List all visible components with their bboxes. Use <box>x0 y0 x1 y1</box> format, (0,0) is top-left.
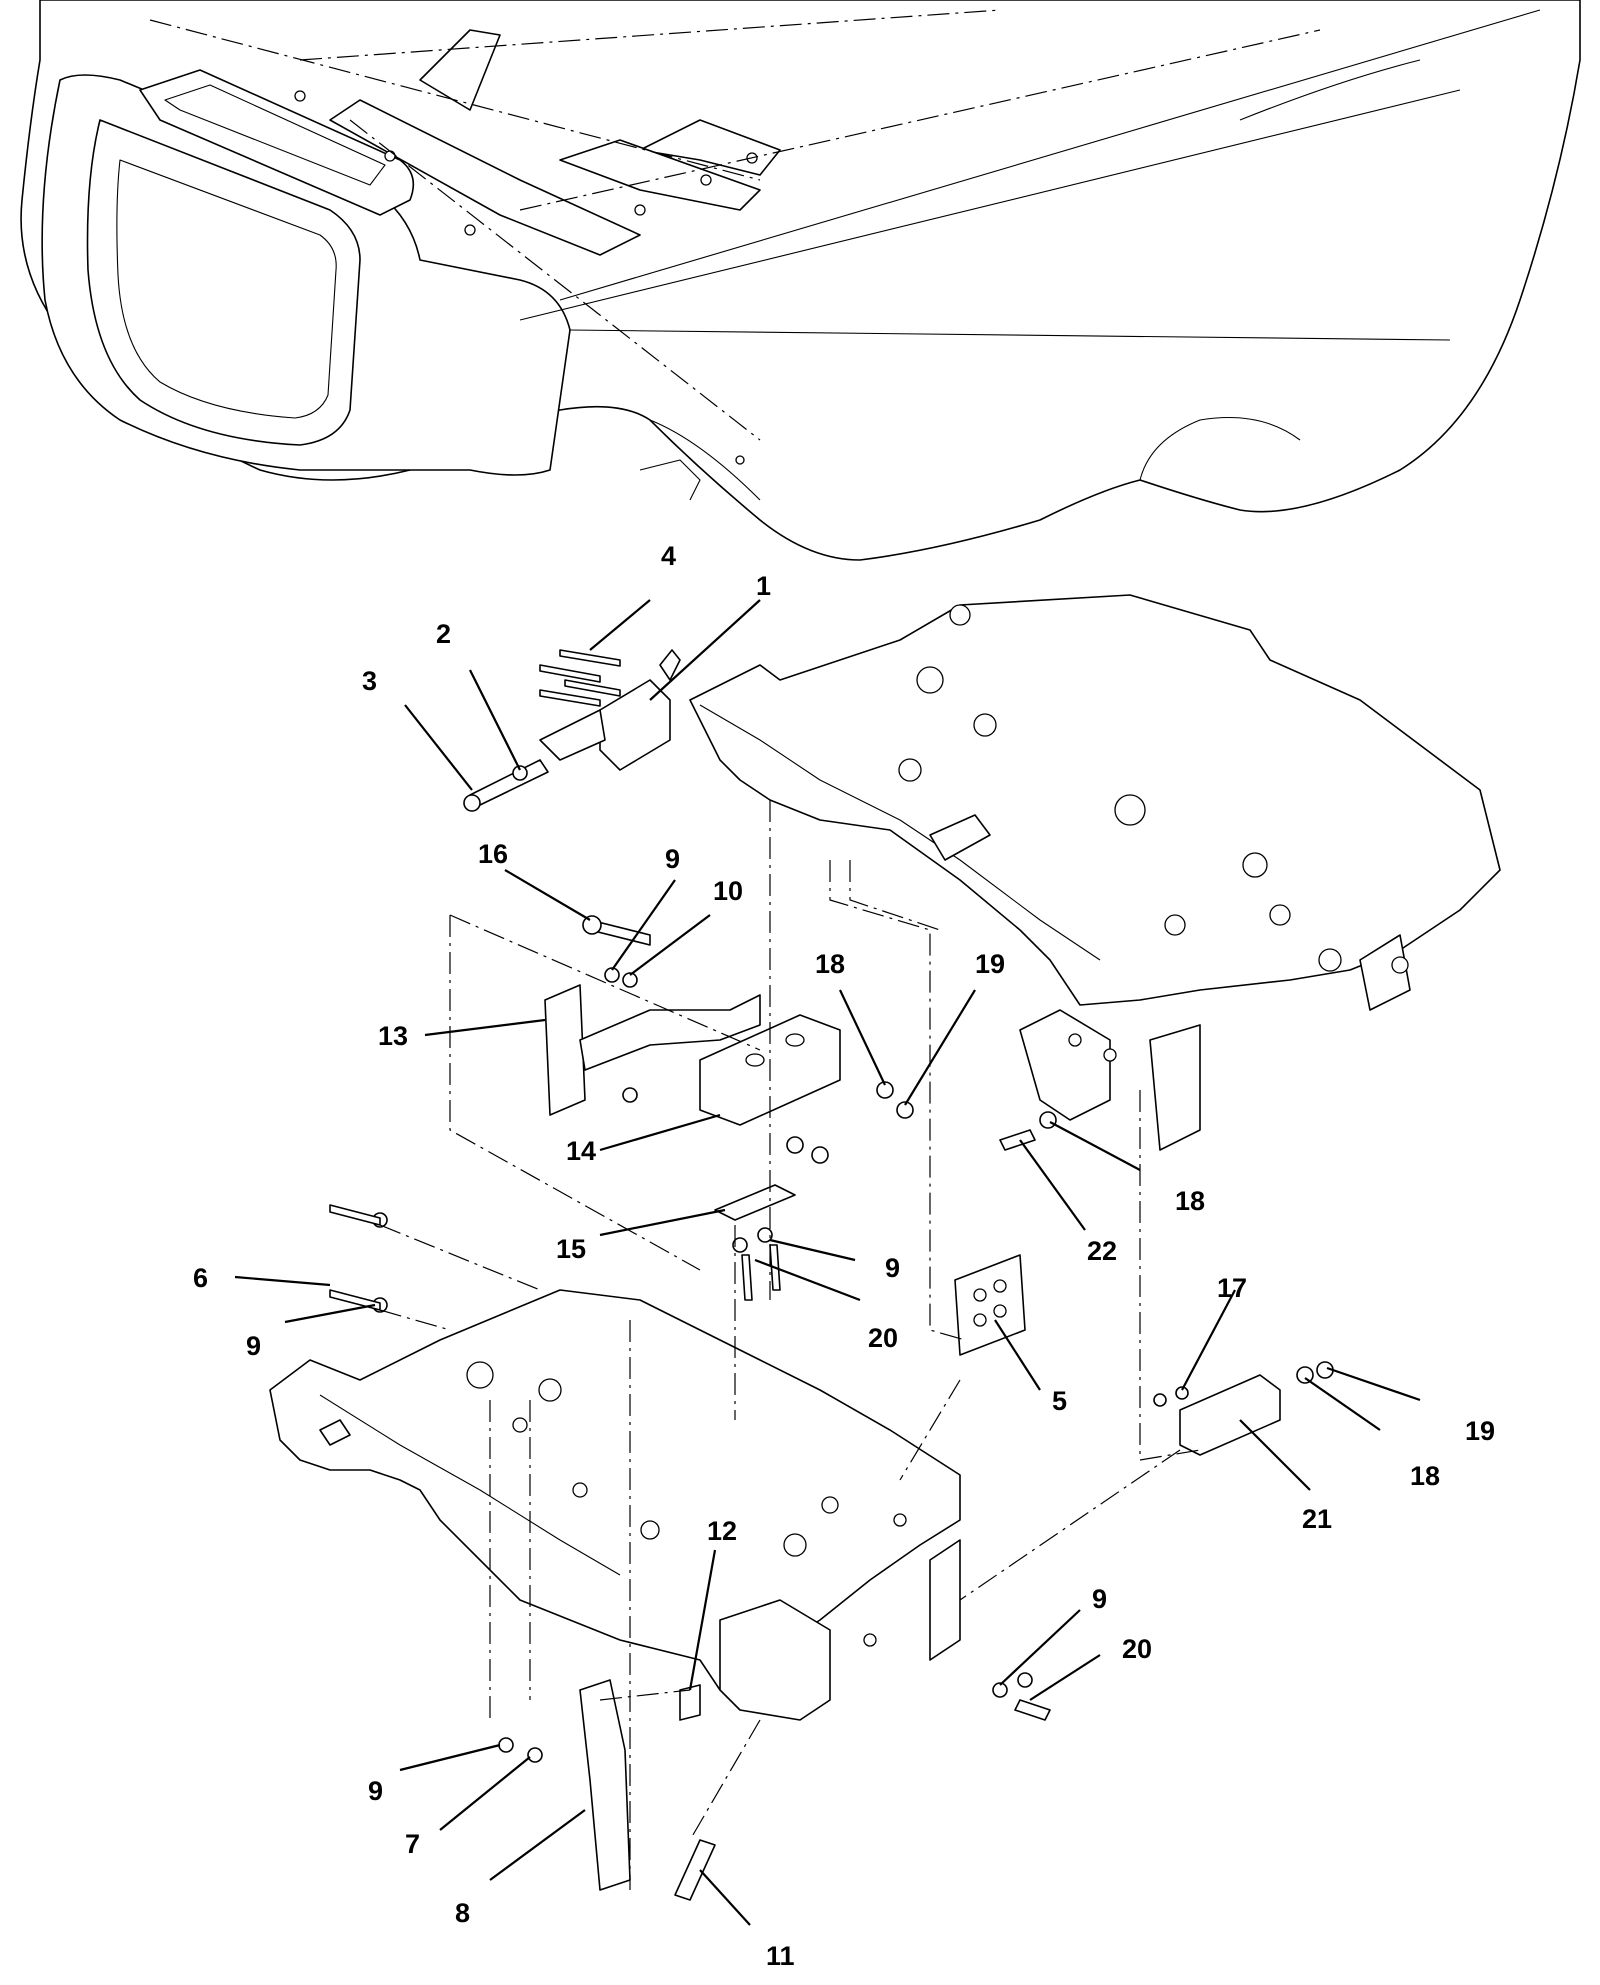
callout-20b: 20 <box>1122 1634 1152 1664</box>
pin-part-11 <box>674 1839 716 1901</box>
callout-labels: 1 2 3 4 5 6 7 8 9 10 11 12 13 14 15 16 1… <box>193 541 1495 1971</box>
callout-5: 5 <box>1052 1386 1067 1416</box>
callout-21: 21 <box>1302 1504 1332 1534</box>
callout-20a: 20 <box>868 1323 898 1353</box>
callout-9a: 9 <box>665 844 680 874</box>
upper-mounting-plate <box>689 594 1501 1151</box>
callout-4: 4 <box>661 541 676 571</box>
bracket-part-21 <box>1179 1374 1281 1456</box>
callout-19b: 19 <box>1465 1416 1495 1446</box>
callout-1: 1 <box>756 571 771 601</box>
spring-actuator-part-1 <box>539 649 681 771</box>
alignment-lines <box>379 800 1201 1890</box>
tag-part-12 <box>679 1684 701 1721</box>
hardware-fasteners <box>329 967 1334 1763</box>
callout-10: 10 <box>713 876 743 906</box>
callout-18a: 18 <box>815 949 845 979</box>
callout-16: 16 <box>478 839 508 869</box>
leader-lines <box>234 599 1421 1926</box>
callout-9b: 9 <box>885 1253 900 1283</box>
bracket-part-13 <box>544 984 761 1116</box>
callout-15: 15 <box>556 1234 586 1264</box>
callout-18b: 18 <box>1175 1186 1205 1216</box>
bracket-part-8 <box>579 1679 631 1891</box>
callout-9e: 9 <box>368 1776 383 1806</box>
lower-mounting-plate <box>269 1289 961 1721</box>
callout-6: 6 <box>193 1263 208 1293</box>
callout-18c: 18 <box>1410 1461 1440 1491</box>
callout-3: 3 <box>362 666 377 696</box>
callout-12: 12 <box>707 1516 737 1546</box>
callout-13: 13 <box>378 1021 408 1051</box>
callout-14: 14 <box>566 1136 596 1166</box>
callout-17: 17 <box>1217 1273 1247 1303</box>
callout-11: 11 <box>766 1941 795 1971</box>
screws-part-4 <box>539 649 621 707</box>
plate-part-15 <box>714 1184 796 1221</box>
callout-19a: 19 <box>975 949 1005 979</box>
callout-8: 8 <box>455 1898 470 1928</box>
callout-9c: 9 <box>246 1331 261 1361</box>
callout-2: 2 <box>436 619 451 649</box>
body-shroud <box>20 0 1581 561</box>
nut-part-2 <box>512 765 528 781</box>
callout-9d: 9 <box>1092 1584 1107 1614</box>
callout-22: 22 <box>1087 1236 1117 1266</box>
rod-part-3 <box>463 759 549 812</box>
callout-7: 7 <box>405 1829 420 1859</box>
bracket-part-5 <box>954 1254 1026 1356</box>
